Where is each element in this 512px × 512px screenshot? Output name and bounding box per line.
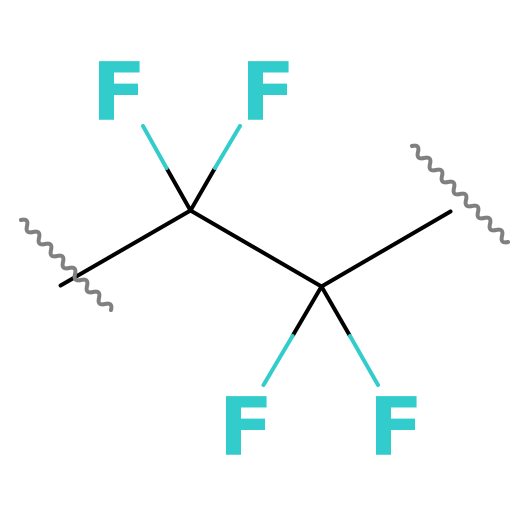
attachment-wavy-right bbox=[410, 143, 510, 245]
atom-label-f1: F bbox=[92, 46, 147, 139]
atom-label-f4: F bbox=[369, 381, 424, 474]
atom-label-f3: F bbox=[219, 381, 274, 474]
atom-label-f2: F bbox=[241, 46, 296, 139]
bond-c1-f1 bbox=[141, 124, 193, 213]
bond-c2-f4 bbox=[319, 284, 380, 387]
attachment-bond-left bbox=[58, 208, 193, 288]
bond-c2-f3 bbox=[261, 284, 324, 387]
bond-c1-c2 bbox=[188, 208, 324, 289]
attachment-bond-right bbox=[319, 209, 453, 289]
bond-c1-f2 bbox=[188, 124, 242, 213]
attachment-wavy-left bbox=[19, 217, 114, 312]
